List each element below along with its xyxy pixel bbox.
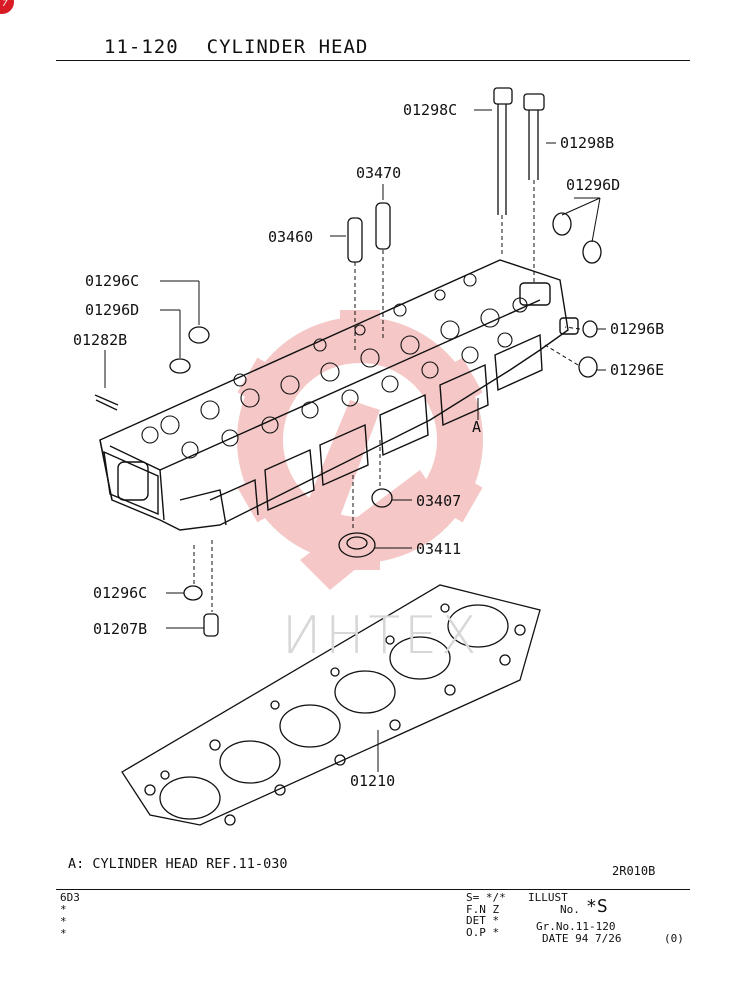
footer-illust: ILLUST [528,891,568,904]
head-bolt-01298B [523,93,545,180]
seal-03411 [338,532,376,558]
reference-note: A: CYLINDER HEAD REF.11-030 [68,856,288,872]
plug-01296D-left [169,358,191,374]
footer-fnz: F.N Z [466,902,500,916]
watermark-text: ИНТЕХ [282,606,481,666]
head-gasket-01210 [121,584,541,826]
page-title: 11-120 CYLINDER HEAD [104,36,396,58]
footer-date: DATE 94 7/26 [542,931,622,945]
plug-01296D-right [552,212,602,264]
section-title: CYLINDER HEAD [206,36,369,58]
header-rule [56,60,690,61]
drawing-code: 2R010B [612,864,656,878]
seal-03407 [371,488,393,508]
footer-gr-no: Gr.No.11-120 [536,920,616,933]
part-label-01298C: 01298C [403,101,457,119]
part-label-01296D-right: 01296D [566,176,620,194]
part-label-01282B: 01282B [73,331,127,349]
part-label-01207B: 01207B [93,620,147,638]
part-label-01296E: 01296E [610,361,664,379]
plug-01296C-lower [183,585,203,601]
footer-op: O.P * [466,925,500,939]
footer-no-label: No. [560,903,580,916]
footer-model-block: 6D3 * * * [60,892,80,940]
corner-logo-glyph: 7 [2,0,8,9]
stud-01282B [94,394,119,411]
model-star: * [60,927,67,940]
model-code: 6D3 [60,891,80,904]
leader-lines [104,109,606,772]
footer-rev: (0) [664,931,684,945]
model-star: * [60,915,67,928]
plug-01296B [582,320,598,338]
part-label-03460: 03460 [268,228,313,246]
part-label-03407: 03407 [416,492,461,510]
plug-01296C-upper [188,326,210,344]
dowel-01207B [203,613,219,637]
model-star: * [60,903,67,916]
part-label-01210: 01210 [350,772,395,790]
footer-rule [56,889,690,890]
footer-no-value: *S [586,896,608,917]
section-number: 11-120 [104,36,179,58]
footer-det: DET * [466,914,500,927]
part-label-01296D-left: 01296D [85,301,139,319]
dowel-03460 [347,217,363,263]
part-label-03411: 03411 [416,540,461,558]
part-label-03470: 03470 [356,164,401,182]
plug-01296E [578,356,598,378]
part-labels: 01298C 01298B 03470 01296D 03460 01296C … [73,101,664,790]
dowel-03470 [375,202,391,250]
part-label-A: A [472,418,481,436]
valve-holes [141,273,528,459]
footer-s-line: S= */* [466,891,506,904]
part-label-01298B: 01298B [560,134,614,152]
part-label-01296B: 01296B [610,320,664,338]
part-label-01296C-upper: 01296C [85,272,139,290]
head-bolt-01298C [493,87,513,215]
part-label-01296C-lower: 01296C [93,584,147,602]
